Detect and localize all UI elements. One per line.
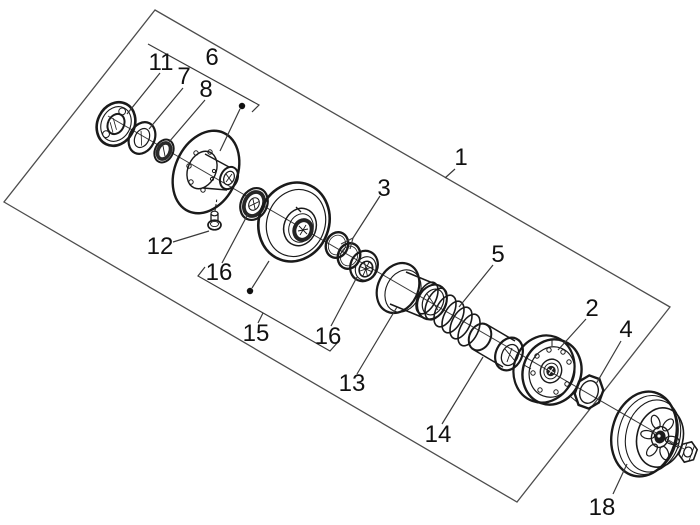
callout-2: 2 [585,295,598,322]
leader-14 [441,356,484,425]
callout-3: 3 [377,175,390,202]
callout-6: 6 [205,44,218,71]
leader-12 [172,230,210,243]
callout-13: 13 [339,370,366,397]
axle-nut [677,440,699,464]
fixed-half-pulley [171,129,241,215]
leader-dot-6 [238,102,246,110]
callout-14: 14 [425,421,452,448]
bearing-16-outer [349,249,379,283]
bracket-15 [197,266,339,352]
callout-8: 8 [199,76,212,103]
frame-border [3,9,671,503]
callout-16-inner: 16 [206,259,233,286]
leader-3 [340,195,381,250]
movable-half-pulley [257,181,331,263]
leader-16-outer [330,276,358,327]
ball-bearing-11 [95,100,137,148]
leader-8 [168,99,206,143]
axis-line [107,115,685,450]
bracket-6 [147,43,260,113]
spring-cup-14 [467,322,524,372]
callout-1: 1 [454,144,467,171]
leader-18 [612,463,628,495]
callout-12: 12 [147,233,174,260]
leader-dot-15 [246,287,254,295]
o-rings-3 [324,231,362,270]
leader-6 [219,108,241,152]
spring-5 [415,281,481,347]
leader-16-inner [221,213,249,264]
leader-15 [251,260,270,289]
callout-18: 18 [589,494,616,521]
washer-4 [573,374,605,410]
leader-5 [458,264,494,308]
tick-15 [257,312,264,324]
clutch-bell-18 [610,390,685,478]
spacer-8 [153,138,175,164]
leader-13 [356,306,398,375]
leader-4 [595,340,622,385]
leader-11 [126,72,161,115]
callout-11: 11 [149,49,174,76]
callout-15: 15 [243,320,270,347]
leader-2 [557,318,587,351]
callout-5: 5 [491,241,504,268]
callout-16-outer: 16 [315,323,342,350]
screw-12 [207,197,222,231]
callout-7: 7 [177,63,190,90]
leader-7 [148,87,184,130]
leader-1 [444,168,456,179]
washer-7 [127,121,157,155]
callout-4: 4 [619,316,632,343]
clutch-2 [512,334,583,406]
